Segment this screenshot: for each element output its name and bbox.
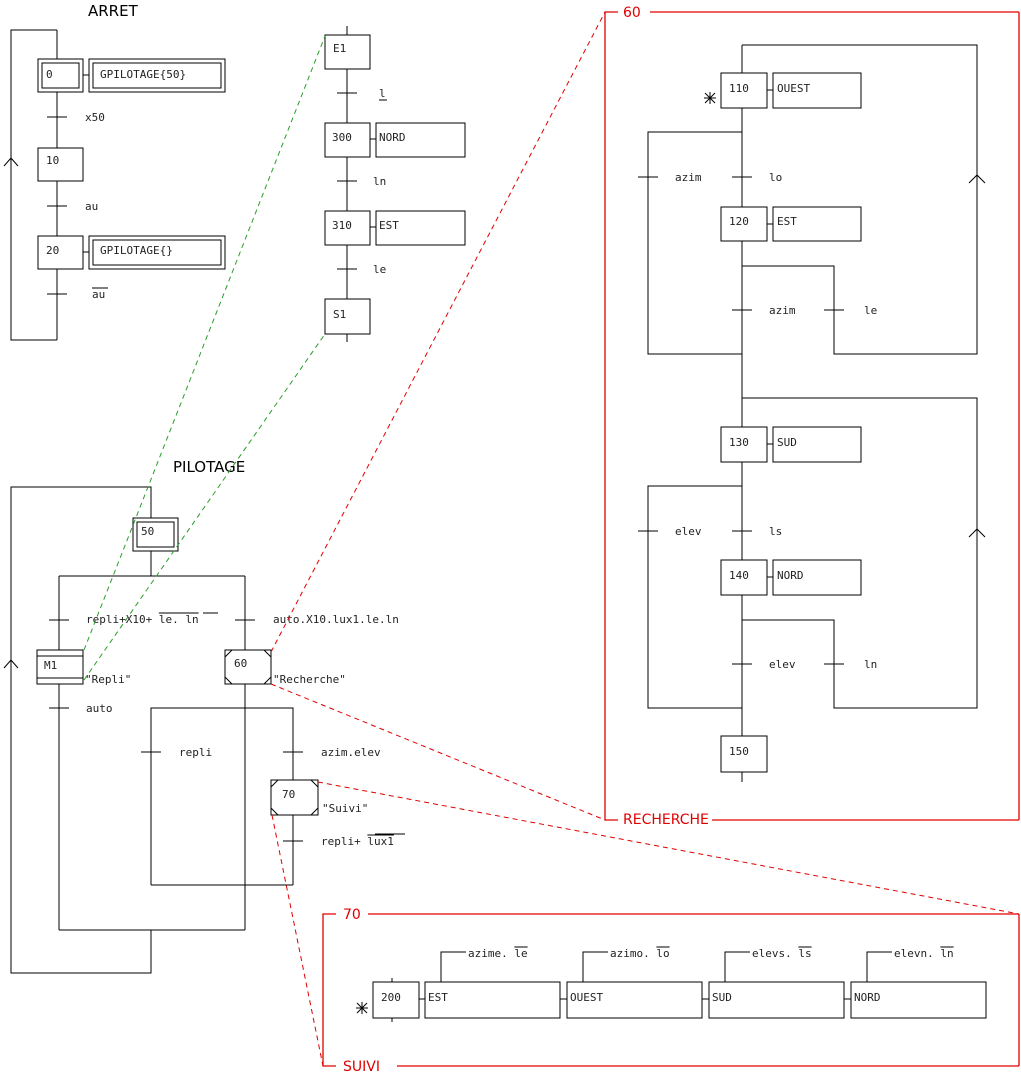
suivi-title: SUIVI xyxy=(343,1059,380,1074)
loop-arrow-up-icon xyxy=(3,659,19,669)
transition-auto-label: auto xyxy=(86,702,113,715)
step-110-label: 110 xyxy=(729,82,749,95)
transition-x50-label: x50 xyxy=(85,111,105,124)
transition-le-r-label: le xyxy=(864,304,877,317)
encapsulating-step-70[interactable] xyxy=(270,779,319,816)
action-300 xyxy=(375,122,466,158)
zoom-connectors xyxy=(83,11,1020,1067)
macro-exit-s1[interactable] xyxy=(324,298,371,335)
step-310[interactable] xyxy=(324,210,371,246)
step-10[interactable] xyxy=(37,147,84,182)
step-120-label: 120 xyxy=(729,215,749,228)
loop-arrow-up-icon xyxy=(968,528,986,538)
step-120[interactable] xyxy=(720,206,768,242)
transition-l-label: l xyxy=(379,87,386,100)
action-120 xyxy=(772,206,862,242)
action-gpilotage-50-label: GPILOTAGE{50} xyxy=(100,68,186,81)
recherche-grafcet: 60 RECHERCHE 110 OUEST azim lo 120 EST a… xyxy=(604,5,1020,828)
action-120-label: EST xyxy=(777,215,797,228)
step-20[interactable] xyxy=(37,235,84,270)
step-300[interactable] xyxy=(324,122,371,158)
pilotage-grafcet: PILOTAGE 50 repli+X10+ le. ln auto.X10.l… xyxy=(3,458,405,974)
action-130 xyxy=(772,426,862,463)
action-gpilotage-empty-label: GPILOTAGE{} xyxy=(100,244,173,257)
step-200[interactable] xyxy=(372,981,420,1019)
step-200-label: 200 xyxy=(381,991,401,1004)
step-130-label: 130 xyxy=(729,436,749,449)
macro-entry-e1-label: E1 xyxy=(333,42,346,55)
transition-auto-cond-label: auto.X10.lux1.le.ln xyxy=(273,613,399,626)
transition-not-au-label: au xyxy=(92,288,105,301)
step-140[interactable] xyxy=(720,559,768,596)
transition-repli-x10-label: repli+X10+ le. ln xyxy=(86,613,199,626)
transition-ln-label: ln xyxy=(373,175,386,188)
step-300-label: 300 xyxy=(332,131,352,144)
transition-ls-label: ls xyxy=(769,525,782,538)
suivi-action-label: SUD xyxy=(712,991,732,1004)
suivi-condition-label: elevn. ln xyxy=(894,947,954,960)
macro-entry-e1[interactable] xyxy=(324,34,371,70)
suivi-action-est xyxy=(424,981,561,1019)
encapsulating-step-70-label: 70 xyxy=(282,788,295,801)
encapsulating-step-70-comment: "Suivi" xyxy=(322,802,368,815)
loop-arrow-up-icon xyxy=(968,174,986,184)
suivi-action-label: NORD xyxy=(854,991,881,1004)
suivi-action-label: EST xyxy=(428,991,448,1004)
suivi-condition-label: elevs. ls xyxy=(752,947,812,960)
action-110-label: OUEST xyxy=(777,82,810,95)
transition-elev-b-label: elev xyxy=(769,658,796,671)
macro-step-m1-label: M1 xyxy=(44,659,57,672)
recherche-number: 60 xyxy=(623,5,641,21)
transition-repli-lux1-label: repli+ lux1 xyxy=(321,835,394,848)
transition-au-label: au xyxy=(85,200,98,213)
arret-grafcet: ARRET 0 GPILOTAGE{50} x50 10 au 20 GPILO… xyxy=(3,2,226,341)
suivi-action-sud xyxy=(708,981,845,1019)
action-140 xyxy=(772,559,862,596)
transition-ln-r-label: ln xyxy=(864,658,877,671)
step-20-label: 20 xyxy=(46,244,59,257)
step-130[interactable] xyxy=(720,426,768,463)
encapsulating-step-60[interactable] xyxy=(224,649,272,685)
transition-azim-a-label: azim xyxy=(675,171,702,184)
step-50-label: 50 xyxy=(141,525,154,538)
suivi-number: 70 xyxy=(343,907,361,923)
transition-le-label: le xyxy=(373,263,386,276)
suivi-grafcet: 70 SUIVI 200 EST azime. le OUEST azimo. lo S… xyxy=(322,907,1020,1074)
step-0-label: 0 xyxy=(46,68,53,81)
transition-azim-b-label: azim xyxy=(769,304,796,317)
macro-step-m1-comment: "Repli" xyxy=(85,673,131,686)
macro-e1-grafcet: E1 l 300 NORD ln 310 EST le S1 xyxy=(324,26,466,342)
macro-exit-s1-label: S1 xyxy=(333,308,346,321)
suivi-action-nord xyxy=(850,981,987,1019)
initial-state-star-icon xyxy=(356,1002,368,1014)
arret-title: ARRET xyxy=(88,2,139,20)
initial-state-star-icon xyxy=(704,92,716,104)
transition-elev-a-label: elev xyxy=(675,525,702,538)
action-310 xyxy=(375,210,466,246)
encapsulating-step-60-label: 60 xyxy=(234,657,247,670)
loop-arrow-up-icon xyxy=(3,157,19,167)
suivi-condition-label: azimo. lo xyxy=(610,947,670,960)
suivi-condition-label: azime. le xyxy=(468,947,528,960)
transition-azim-elev-label: azim.elev xyxy=(321,746,381,759)
action-140-label: NORD xyxy=(777,569,804,582)
step-150[interactable] xyxy=(720,735,768,773)
action-300-label: NORD xyxy=(379,131,406,144)
action-310-label: EST xyxy=(379,219,399,232)
transition-lo-label: lo xyxy=(769,171,782,184)
suivi-action-ouest xyxy=(566,981,703,1019)
pilotage-title: PILOTAGE xyxy=(173,458,245,476)
action-110 xyxy=(772,72,862,109)
suivi-action-label: OUEST xyxy=(570,991,603,1004)
transition-repli-label: repli xyxy=(179,746,212,759)
step-10-label: 10 xyxy=(46,154,59,167)
step-140-label: 140 xyxy=(729,569,749,582)
encapsulating-step-60-comment: "Recherche" xyxy=(273,673,346,686)
step-310-label: 310 xyxy=(332,219,352,232)
suivi-action-list: EST azime. le OUEST azimo. lo SUD elevs. ls NO… xyxy=(424,947,987,1019)
recherche-title: RECHERCHE xyxy=(623,812,709,828)
action-130-label: SUD xyxy=(777,436,797,449)
step-150-label: 150 xyxy=(729,745,749,758)
